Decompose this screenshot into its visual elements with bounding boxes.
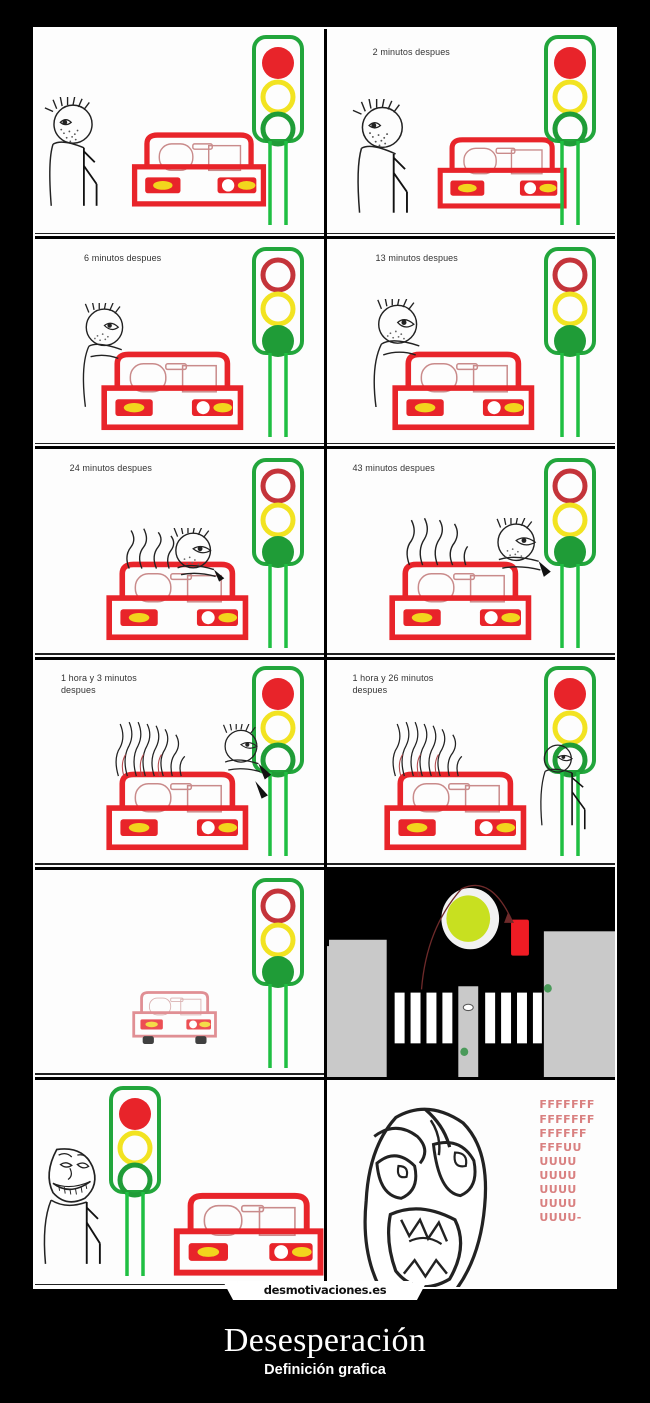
car-icon — [93, 347, 252, 437]
traffic-light-icon — [107, 1086, 163, 1287]
ground-line — [35, 863, 324, 865]
ground-line — [35, 1073, 324, 1075]
panel-caption: 2 minutos despues — [372, 46, 450, 57]
stick-person-icon — [162, 528, 231, 615]
traffic-light-icon — [250, 877, 306, 1077]
comic-panel-10 — [326, 869, 615, 1077]
comic-frame: 2 minutos despues — [33, 27, 617, 1300]
ground-line — [35, 1283, 324, 1285]
stick-person-icon — [214, 723, 277, 811]
page-title: Desesperación — [223, 1322, 427, 1359]
panel-caption: 1 hora y 26 minutos despues — [352, 672, 434, 696]
ground-line — [326, 653, 615, 655]
panel-caption: 24 minutos despues — [69, 462, 152, 473]
stick-person-icon — [367, 299, 439, 408]
car-icon — [124, 128, 274, 213]
page-subtitle: Definición grafica — [264, 1362, 386, 1378]
comic-panel-7: 1 hora y 3 minutos despues — [35, 659, 324, 867]
comic-panel-5: 24 minutos despues — [35, 449, 324, 657]
car-icon — [376, 767, 535, 857]
ground-line — [35, 442, 324, 445]
car-icon — [98, 767, 257, 857]
stick-person-icon — [75, 303, 144, 408]
rageface-icon — [350, 1096, 512, 1287]
rage-text: FFFFFFF FFFFFFF FFFFFF FFFUU UUUU UUUU U… — [539, 1098, 595, 1225]
steam-lines-icon — [390, 715, 471, 778]
stick-person-icon — [44, 97, 107, 207]
comic-grid: 2 minutos despues — [35, 29, 615, 1287]
ground-line — [326, 232, 615, 235]
traffic-light-icon — [542, 247, 598, 446]
panel-caption: 13 minutos despues — [375, 252, 458, 263]
car-icon — [98, 557, 257, 647]
stick-person-icon — [534, 738, 597, 833]
comic-panel-6: 43 minutos despues — [326, 449, 615, 657]
trollface-icon — [38, 1142, 113, 1264]
car-icon — [384, 347, 543, 437]
comic-panel-11 — [35, 1079, 324, 1287]
stick-person-icon — [485, 517, 554, 613]
ground-line — [326, 863, 615, 865]
traffic-light-icon — [542, 35, 598, 236]
comic-panel-4: 13 minutos despues — [326, 239, 615, 447]
traffic-light-icon — [250, 665, 306, 867]
ground-line — [35, 232, 324, 235]
panel-caption: 6 minutos despues — [84, 252, 162, 263]
ground-line — [35, 653, 324, 655]
traffic-light-icon — [542, 457, 598, 657]
comic-panel-3: 6 minutos despues — [35, 239, 324, 447]
comic-panel-8: 1 hora y 26 minutos despues — [326, 659, 615, 867]
car-icon — [430, 133, 574, 214]
car-icon — [381, 557, 540, 647]
comic-panel-9 — [35, 869, 324, 1077]
traffic-light-icon — [250, 35, 306, 236]
stick-person-icon — [352, 99, 418, 214]
ground-line — [326, 442, 615, 445]
comic-panel-1 — [35, 29, 324, 237]
panel-caption: 1 hora y 3 minutos despues — [60, 672, 137, 696]
comic-panel-2: 2 minutos despues — [326, 29, 615, 237]
comic-panel-12: FFFFFFF FFFFFFF FFFFFF FFFUU UUUU UUUU U… — [326, 1079, 615, 1287]
car-icon-distant — [127, 988, 222, 1047]
traffic-light-icon — [250, 247, 306, 446]
traffic-light-icon — [250, 457, 306, 657]
steam-lines-icon — [402, 507, 477, 567]
steam-lines-icon — [122, 516, 185, 570]
night-street-scene — [326, 869, 615, 1077]
steam-lines-icon — [113, 715, 194, 778]
car-icon — [165, 1188, 324, 1282]
panel-caption: 43 minutos despues — [352, 462, 435, 473]
